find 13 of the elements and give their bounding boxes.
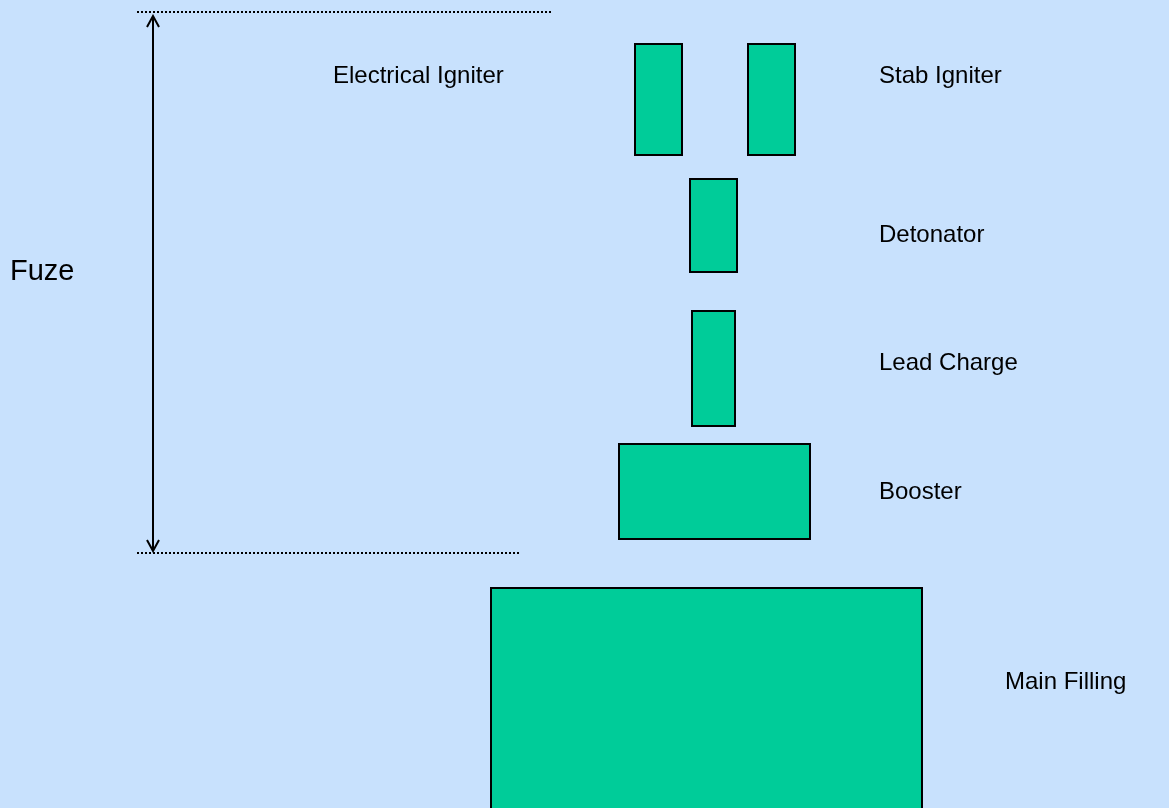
charge-block [691, 310, 736, 427]
part-label: Detonator [879, 222, 985, 246]
charge-block [490, 587, 923, 808]
part-label: Booster [879, 479, 962, 503]
part-label: Main Filling [1005, 669, 1127, 693]
charge-block [634, 43, 683, 156]
part-label: Lead Charge [879, 350, 1018, 374]
charge-block [689, 178, 738, 273]
part-label: Electrical Igniter [333, 63, 504, 87]
part-label: Stab Igniter [879, 63, 1002, 87]
charge-block [618, 443, 811, 540]
dimension-label: Fuze [10, 256, 75, 285]
charge-block [747, 43, 796, 156]
